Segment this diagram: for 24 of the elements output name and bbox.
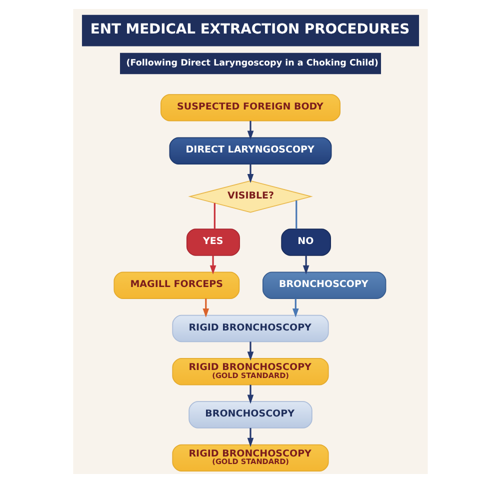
node-box: RIGID BRONCHOSCOPY: [172, 314, 328, 342]
node-box: SUSPECTED FOREIGN BODY: [160, 94, 340, 121]
arrow: [209, 254, 216, 274]
node-box: NO: [280, 228, 330, 256]
connector: [213, 202, 215, 228]
arrow: [246, 384, 254, 404]
arrow: [246, 120, 254, 140]
arrow: [246, 164, 254, 183]
node-box: RIGID BRONCHOSCOPY (GOLD STANDARD): [172, 358, 328, 385]
arrow: [292, 298, 298, 318]
node-box: YES: [186, 228, 240, 256]
label: (Following Direct Laryngoscopy in a Choking Child): [126, 58, 378, 68]
arrow: [246, 341, 254, 360]
arrow: [246, 427, 254, 446]
arrow: [202, 298, 209, 318]
arrow: [302, 254, 309, 274]
connector: [295, 200, 297, 228]
node-box: DIRECT LARYNGOSCOPY: [168, 136, 332, 164]
node-box: BRONCHOSCOPY: [262, 271, 386, 298]
diagram-title: ENT MEDICAL EXTRACTION PROCEDURES: [90, 21, 410, 38]
node-box: MAGILL FORCEPS: [113, 271, 240, 298]
node-diamond: VISIBLE?: [188, 180, 312, 212]
node-box: BRONCHOSCOPY: [188, 400, 312, 428]
node-box: RIGID BRONCHOSCOPY (GOLD STANDARD): [172, 444, 328, 472]
